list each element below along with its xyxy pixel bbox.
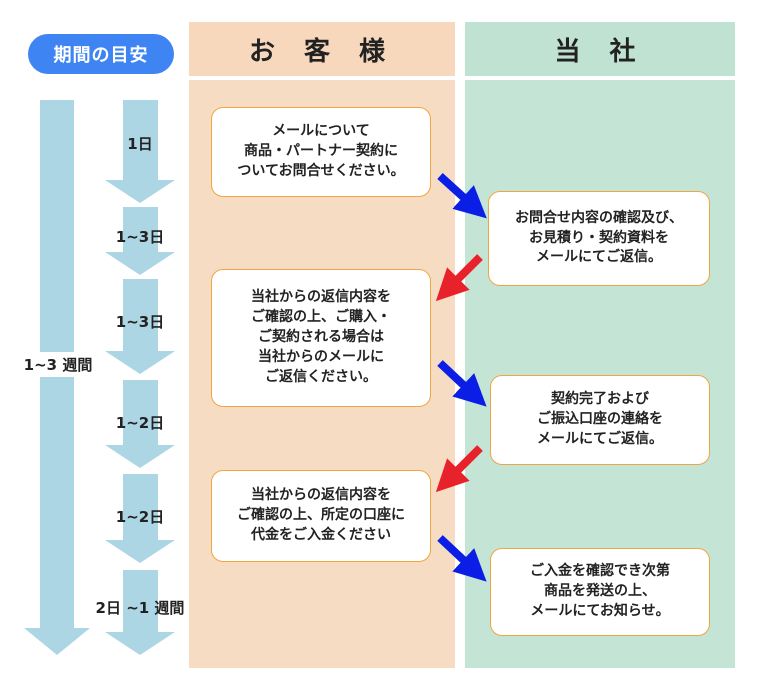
arrow-to-company-1 (437, 173, 487, 219)
company-step-shipping: ご入金を確認でき次第 商品を発送の上、 メールにてお知らせ。 (490, 548, 710, 636)
company-step-contract: 契約完了および ご振込口座の連絡を メールにてご返信。 (490, 375, 710, 465)
step-label-6: 2日 ~1 週間 (95, 599, 185, 617)
period-label: 期間の目安 (28, 34, 174, 74)
step-label-2: 1~3日 (115, 228, 165, 246)
step-label-1: 1日 (127, 135, 153, 153)
overall-timeline-arrow (24, 100, 90, 655)
arrow-to-customer-1 (435, 254, 483, 302)
step-label-4: 1~2日 (115, 414, 165, 432)
step-arrow-5 (105, 474, 175, 563)
step-label-3: 1~3日 (115, 313, 165, 331)
customer-column-header: お 客 様 (189, 22, 455, 80)
total-period-label: 1~3 週間 (18, 352, 98, 377)
company-column-header: 当 社 (465, 22, 735, 80)
step-arrow-6 (105, 570, 175, 655)
customer-step-inquiry: メールについて 商品・パートナー契約に ついてお問合せください。 (211, 107, 431, 197)
step-arrow-2 (105, 207, 175, 275)
arrow-to-customer-2 (435, 445, 483, 493)
arrow-to-company-2 (437, 360, 487, 407)
step-label-5: 1~2日 (115, 508, 165, 526)
company-step-quote: お問合せ内容の確認及び、 お見積り・契約資料を メールにてご返信。 (488, 191, 710, 286)
customer-step-purchase-reply: 当社からの返信内容を ご確認の上、ご購入・ ご契約される場合は 当社からのメール… (211, 269, 431, 407)
step-arrow-3 (105, 279, 175, 374)
arrow-to-company-3 (437, 535, 487, 582)
customer-step-payment: 当社からの返信内容を ご確認の上、所定の口座に 代金をご入金ください (211, 470, 431, 562)
step-arrow-1 (105, 100, 175, 203)
step-arrow-4 (105, 380, 175, 468)
